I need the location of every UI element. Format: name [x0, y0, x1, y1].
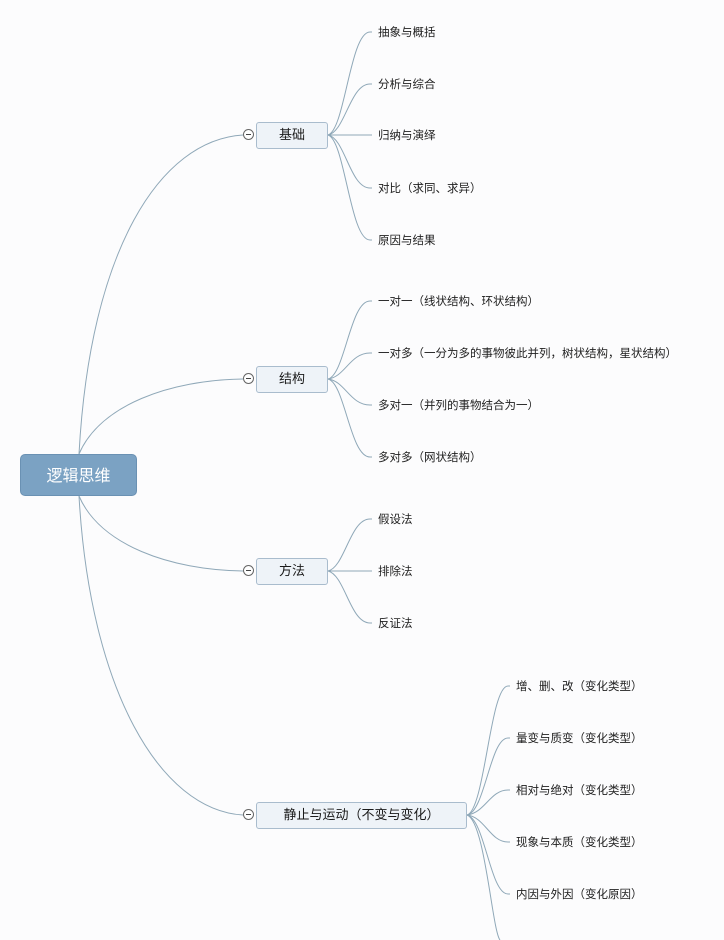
leaf-node[interactable]: 排除法 [378, 564, 413, 578]
leaf-node[interactable]: 反证法 [378, 616, 413, 630]
link-b1-c1 [327, 31, 372, 136]
leaf-node[interactable]: 分析与综合 [378, 77, 436, 91]
link-b2-c4 [327, 378, 372, 458]
root-link-jingzhi [78, 495, 244, 816]
link-b1-c2 [327, 83, 372, 136]
link-b1-c5 [327, 134, 372, 241]
branch-node-jichu[interactable]: 基础 [256, 122, 328, 149]
link-b3-c1 [327, 518, 372, 572]
leaf-node[interactable]: 相对与绝对（变化类型） [516, 783, 643, 797]
root-link-jichu [78, 134, 244, 455]
leaf-node[interactable]: 原因与结果 [378, 233, 436, 247]
link-b4-c6 [466, 814, 501, 940]
link-b4-c5 [466, 814, 510, 895]
branch-node-jiegou[interactable]: 结构 [256, 366, 328, 393]
leaf-node[interactable]: 一对多（一分为多的事物彼此并列，树状结构，星状结构） [378, 346, 677, 360]
leaf-node[interactable]: 假设法 [378, 512, 413, 526]
leaf-node[interactable]: 抽象与概括 [378, 25, 436, 39]
collapse-toggle-icon[interactable] [243, 129, 254, 140]
branch-node-fangfa[interactable]: 方法 [256, 558, 328, 585]
leaf-node[interactable]: 多对多（网状结构） [378, 450, 482, 464]
link-b4-c2 [466, 737, 510, 816]
branch-node-jingzhi[interactable]: 静止与运动（不变与变化） [256, 802, 467, 829]
link-b2-c3 [327, 378, 372, 406]
leaf-node[interactable]: 内因与外因（变化原因） [516, 887, 643, 901]
root-link-jiegou [78, 378, 244, 455]
leaf-node[interactable]: 对比（求同、求异） [378, 181, 482, 195]
leaf-node[interactable]: 一对一（线状结构、环状结构） [378, 294, 539, 308]
leaf-node[interactable]: 归纳与演绎 [378, 128, 436, 142]
link-b3-c3 [327, 570, 372, 624]
link-b4-c4 [466, 814, 510, 843]
link-b4-c1 [466, 685, 510, 816]
link-b4-c3 [466, 789, 510, 816]
leaf-node[interactable]: 量变与质变（变化类型） [516, 731, 643, 745]
leaf-node[interactable]: 增、删、改（变化类型） [516, 679, 643, 693]
collapse-toggle-icon[interactable] [243, 809, 254, 820]
root-node[interactable]: 逻辑思维 [20, 454, 137, 496]
link-b1-c4 [327, 134, 372, 189]
collapse-toggle-icon[interactable] [243, 373, 254, 384]
link-b2-c1 [327, 300, 372, 380]
leaf-node[interactable]: 多对一（并列的事物结合为一） [378, 398, 539, 412]
link-b2-c2 [327, 352, 372, 380]
leaf-node[interactable]: 现象与本质（变化类型） [516, 835, 643, 849]
collapse-toggle-icon[interactable] [243, 565, 254, 576]
root-link-fangfa [78, 495, 244, 572]
